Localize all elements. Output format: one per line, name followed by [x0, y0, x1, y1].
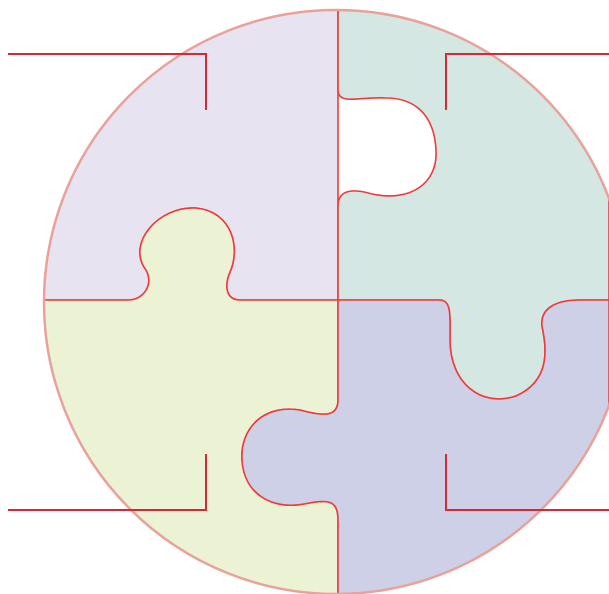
puzzle-svg: [0, 0, 609, 594]
puzzle-figure: [0, 0, 609, 594]
piece-outlines: [0, 0, 609, 594]
